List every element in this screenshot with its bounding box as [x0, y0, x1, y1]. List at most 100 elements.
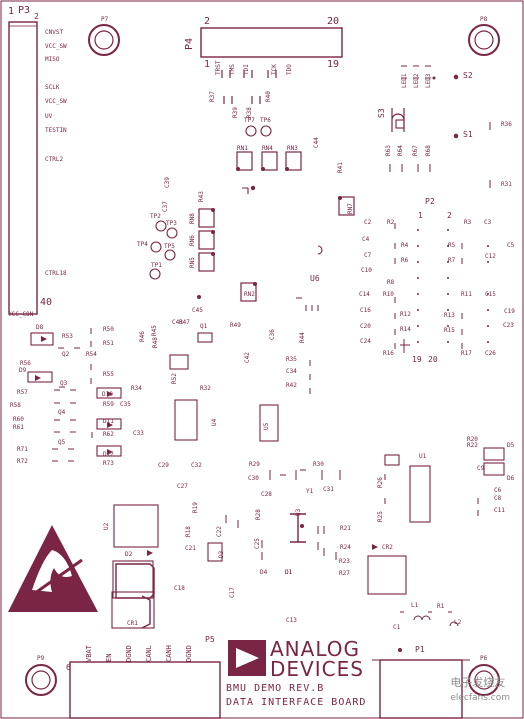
refdes-label: C37 [162, 201, 169, 212]
refdes-label: R42 [286, 382, 297, 389]
refdes-label: LED3 [425, 73, 432, 88]
refdes-label: C42 [244, 352, 251, 363]
refdes-label: R71 [17, 446, 28, 453]
watermark-url: elecfans.com [450, 693, 510, 703]
p4-resistor-stubs [221, 70, 277, 104]
connector-p4-body [200, 27, 343, 58]
refdes-label: C39 [164, 177, 171, 188]
mount-label-p9: P9 [37, 655, 45, 662]
refdes-label: R30 [313, 461, 324, 468]
refdes-label: C11 [494, 507, 505, 514]
testpoints-mid [149, 220, 178, 280]
refdes-label: D6 [507, 475, 515, 482]
p1-label: P1 [415, 645, 425, 654]
p3-pin1-label: 1 [8, 6, 15, 17]
refdes-label: R18 [185, 526, 192, 537]
refdes-label: R28 [255, 509, 262, 520]
u6-label: U6 [310, 274, 320, 283]
refdes-label: C8 [494, 495, 502, 502]
u1-label: U1 [419, 453, 427, 460]
refdes-label: RN8 [189, 213, 196, 224]
p2-pin20: 20 [428, 355, 438, 364]
p3-signal: CTRL18 [45, 270, 67, 277]
refdes-label: CR2 [382, 544, 393, 551]
refdes-label: TP2 [150, 213, 161, 220]
refdes-label: C19 [504, 308, 515, 315]
refdes-label: R58 [10, 402, 21, 409]
refdes-label: C32 [191, 462, 202, 469]
refdes-label: R61 [13, 424, 24, 431]
refdes-label: RN1 [237, 145, 248, 152]
refdes-label: R23 [339, 558, 350, 565]
connector-p3-body [8, 21, 38, 315]
refdes-label: C34 [286, 368, 297, 375]
analog-devices-logo-icon [228, 640, 266, 676]
refdes-label: C14 [359, 291, 370, 298]
refdes-label: R13 [444, 312, 455, 319]
refdes-label: R64 [397, 145, 404, 156]
refdes-label: LED1 [401, 73, 408, 88]
p4-signal: TCK [271, 64, 278, 75]
refdes-label: R12 [400, 311, 411, 318]
refdes-label: D11 [103, 418, 114, 425]
refdes-label: RN4 [262, 145, 273, 152]
p4-pin20: 20 [327, 16, 340, 27]
refdes-label: R32 [200, 385, 211, 392]
refdes-label: C27 [177, 483, 188, 490]
refdes-label: C18 [174, 585, 185, 592]
p4-signal: TDO [286, 64, 293, 75]
refdes-label: C31 [323, 486, 334, 493]
refdes-label: TP1 [151, 262, 162, 269]
u6-outline [242, 187, 323, 255]
refdes-label: C26 [485, 350, 496, 357]
refdes-label: R60 [13, 416, 24, 423]
refdes-label: C28 [261, 491, 272, 498]
u2-label: U2 [103, 522, 110, 530]
refdes-label: R43 [198, 191, 205, 202]
refdes-label: RN7 [347, 203, 354, 214]
mount-label-p8: P8 [480, 16, 488, 23]
p3-signal: VCC_SW [45, 98, 67, 105]
refdes-label: R19 [192, 502, 199, 513]
refdes-label: C30 [248, 475, 259, 482]
refdes-label: CR1 [127, 620, 138, 627]
refdes-label: C15 [485, 291, 496, 298]
u4-label: U4 [211, 418, 218, 426]
u5-label: U5 [263, 422, 270, 430]
right-resistor-ticks [384, 122, 491, 613]
refdes-label: R6 [401, 257, 409, 264]
refdes-label: C5 [507, 242, 515, 249]
inductors [398, 615, 459, 652]
left-diodes [35, 336, 378, 556]
p3-signal: VCC_SW [45, 43, 67, 50]
testpoints-top [245, 125, 272, 137]
refdes-label: C22 [216, 526, 223, 537]
refdes-label: C23 [503, 322, 514, 329]
refdes-label: C4 [362, 236, 370, 243]
refdes-label: C36 [269, 329, 276, 340]
refdes-label: R57 [17, 389, 28, 396]
p3-signal: VCC_CON [8, 311, 34, 318]
refdes-label: C24 [360, 338, 371, 345]
p4-signal: TRST [215, 60, 222, 75]
refdes-label: R55 [103, 371, 114, 378]
refdes-label: RN3 [287, 145, 298, 152]
p2-pin2: 2 [447, 211, 452, 220]
refdes-label: R20 [467, 436, 478, 443]
refdes-label: R53 [62, 333, 73, 340]
refdes-label: L1 [411, 602, 419, 609]
p5-signal: CANH [165, 645, 173, 662]
refdes-label: TP6 [260, 117, 271, 124]
crystal-and-misc [225, 297, 341, 560]
refdes-label: R35 [286, 356, 297, 363]
refdes-label: C7 [364, 252, 372, 259]
refdes-label: LED2 [413, 73, 420, 88]
p5-pin6: 6 [66, 663, 71, 672]
refdes-label: TP7 [244, 117, 255, 124]
refdes-label: Q3 [60, 380, 68, 387]
p4-label: P4 [184, 37, 195, 50]
refdes-label: Q5 [58, 439, 66, 446]
connector-p1-body [379, 659, 463, 719]
refdes-label: R68 [425, 145, 432, 156]
refdes-label: R49 [230, 322, 241, 329]
